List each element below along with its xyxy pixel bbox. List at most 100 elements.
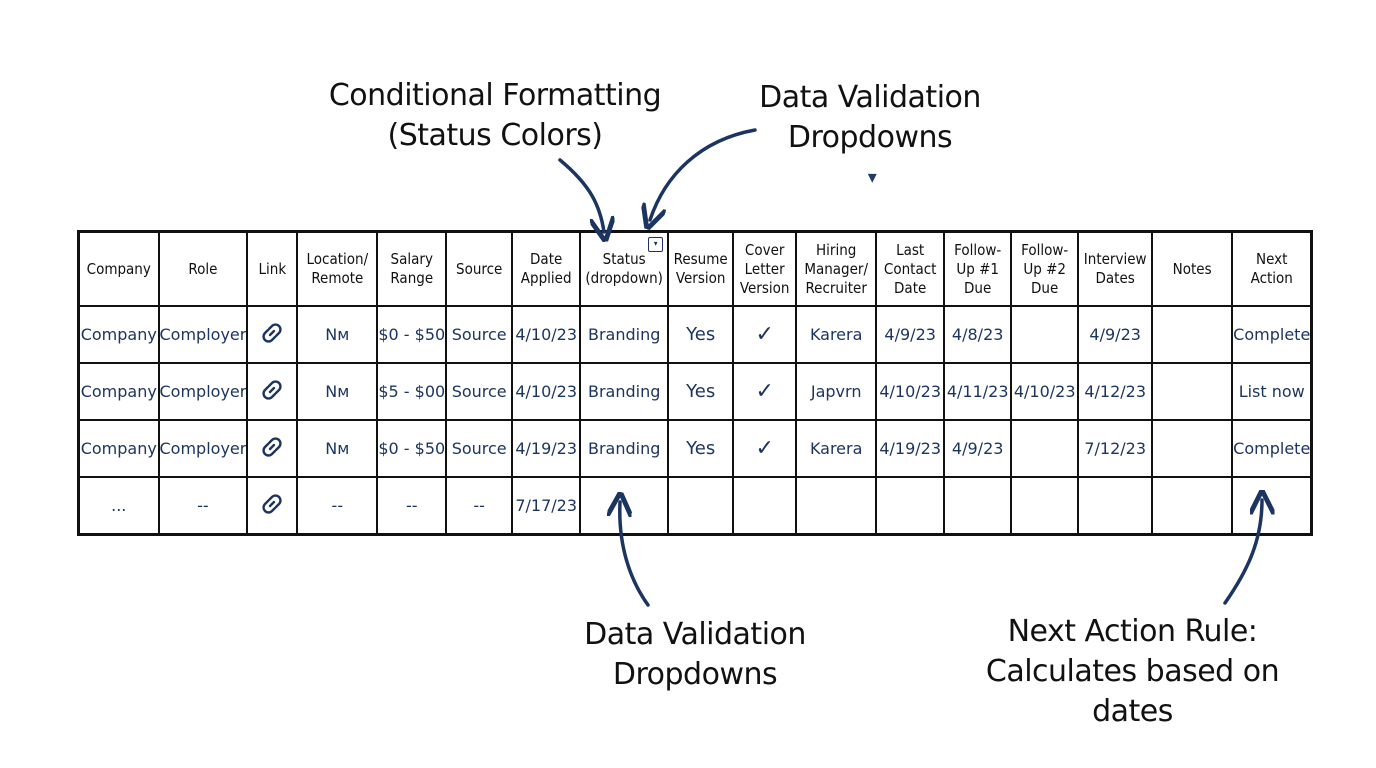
table-cell: Yes (667, 305, 735, 364)
callout-next-action-rule: Next Action Rule: Calculates based on da… (960, 612, 1305, 732)
table-cell: Source (445, 305, 514, 364)
callout-line: Next Action Rule: (1007, 614, 1258, 649)
status-dropdown-icon[interactable]: ▾ (648, 237, 664, 252)
table-cell: Karera (795, 305, 878, 364)
table-cell: Branding (579, 305, 670, 364)
column-header: Company (77, 230, 160, 307)
column-header-label: Manager/ (804, 259, 869, 278)
table-cell (1077, 476, 1154, 536)
link-cell[interactable] (246, 419, 299, 478)
table-cell: $0 - $50 (376, 419, 448, 478)
table-cell: Yes (667, 362, 735, 421)
table-cell: Japvrn (795, 362, 878, 421)
column-header: Location/Remote (296, 230, 379, 307)
column-header-label: Status (602, 250, 646, 268)
table-cell: Source (445, 362, 514, 421)
link-icon[interactable] (257, 375, 287, 405)
callout-line: (Status Colors) (387, 118, 604, 153)
link-icon[interactable] (257, 489, 287, 519)
callout-text: Dropdowns (787, 120, 953, 155)
table-cell: 4/10/23 (1010, 362, 1080, 421)
column-header-label: Hiring (816, 240, 857, 259)
column-header-label: (dropdown) (585, 269, 663, 287)
table-cell: $5 - $00 (376, 362, 448, 421)
dropdown-caret-icon: ▾ (867, 167, 877, 188)
table-cell: ✓ (732, 362, 798, 421)
table-cell: ... (77, 476, 160, 536)
table-cell (667, 476, 735, 536)
link-cell[interactable] (246, 362, 299, 421)
table-cell: 4/8/23 (943, 305, 1013, 364)
table-cell (732, 476, 798, 536)
column-header-label: Up #1 (956, 259, 999, 278)
table-cell: 4/9/23 (1077, 305, 1154, 364)
callout-data-validation-bottom: Data Validation Dropdowns (560, 615, 830, 695)
column-header-label: Contact (883, 259, 937, 278)
table-cell: 4/10/23 (511, 305, 582, 364)
arrow-to-status-header (558, 158, 604, 232)
column-header-label: Link (258, 259, 287, 278)
table-cell: Company (77, 362, 160, 421)
table-cell: Comployer (157, 305, 249, 364)
column-header-label: Version (675, 269, 726, 287)
link-cell[interactable] (246, 476, 299, 536)
column-header-label: Letter (744, 259, 785, 278)
table-cell (795, 476, 878, 536)
table-cell (1010, 476, 1080, 536)
callout-line: Dropdowns (612, 657, 778, 692)
table-cell (943, 476, 1013, 536)
table-cell: Yes (667, 419, 735, 478)
table-cell: 4/19/23 (875, 419, 946, 478)
link-icon[interactable] (257, 318, 287, 348)
table-cell (1151, 419, 1234, 478)
table-cell: 7/17/23 (511, 476, 582, 536)
column-header-label: Resume (673, 250, 728, 268)
table-cell: 4/11/23 (943, 362, 1013, 421)
callout-conditional-formatting: Conditional Formatting (Status Colors) (290, 76, 700, 156)
column-header-label: Last (896, 240, 925, 259)
callout-line: Conditional Formatting (328, 78, 662, 113)
column-header-label: Cover (744, 240, 785, 259)
table-cell: 4/9/23 (875, 305, 946, 364)
link-icon[interactable] (257, 432, 287, 462)
table-cell: Branding (579, 362, 670, 421)
callout-line: Data Validation (584, 617, 806, 652)
column-header-label: Version (739, 278, 790, 297)
table-cell: List now (1231, 362, 1313, 421)
callout-line: Calculates based on (985, 654, 1280, 689)
column-header-label: Applied (520, 269, 572, 287)
callout-data-validation-top: Data Validation Dropdowns ▾ (720, 78, 1020, 198)
column-header-label: Due (1031, 278, 1059, 297)
table-cell: Comployer (157, 419, 249, 478)
table-cell (1231, 476, 1313, 536)
table-cell: Company (77, 419, 160, 478)
column-header-label: Date (894, 278, 927, 297)
table-cell: 4/10/23 (511, 362, 582, 421)
column-header: Role (157, 230, 249, 307)
table-cell: -- (376, 476, 448, 536)
table-cell: Comployer (157, 362, 249, 421)
table-cell: Branding (579, 419, 670, 478)
table-cell: Karera (795, 419, 878, 478)
column-header-label: Recruiter (805, 278, 867, 297)
table-cell: -- (445, 476, 514, 536)
table-cell (1151, 476, 1234, 536)
callout-line: Data Validation (759, 80, 981, 115)
column-header-label: Date (530, 250, 563, 268)
column-header-label: Source (456, 259, 503, 278)
table-cell: Complete (1231, 305, 1313, 364)
table-cell: 4/10/23 (875, 362, 946, 421)
table-cell (875, 476, 946, 536)
link-cell[interactable] (246, 305, 299, 364)
column-header-label: Role (188, 259, 218, 278)
table-row: ...--------7/17/23 (77, 476, 1313, 536)
